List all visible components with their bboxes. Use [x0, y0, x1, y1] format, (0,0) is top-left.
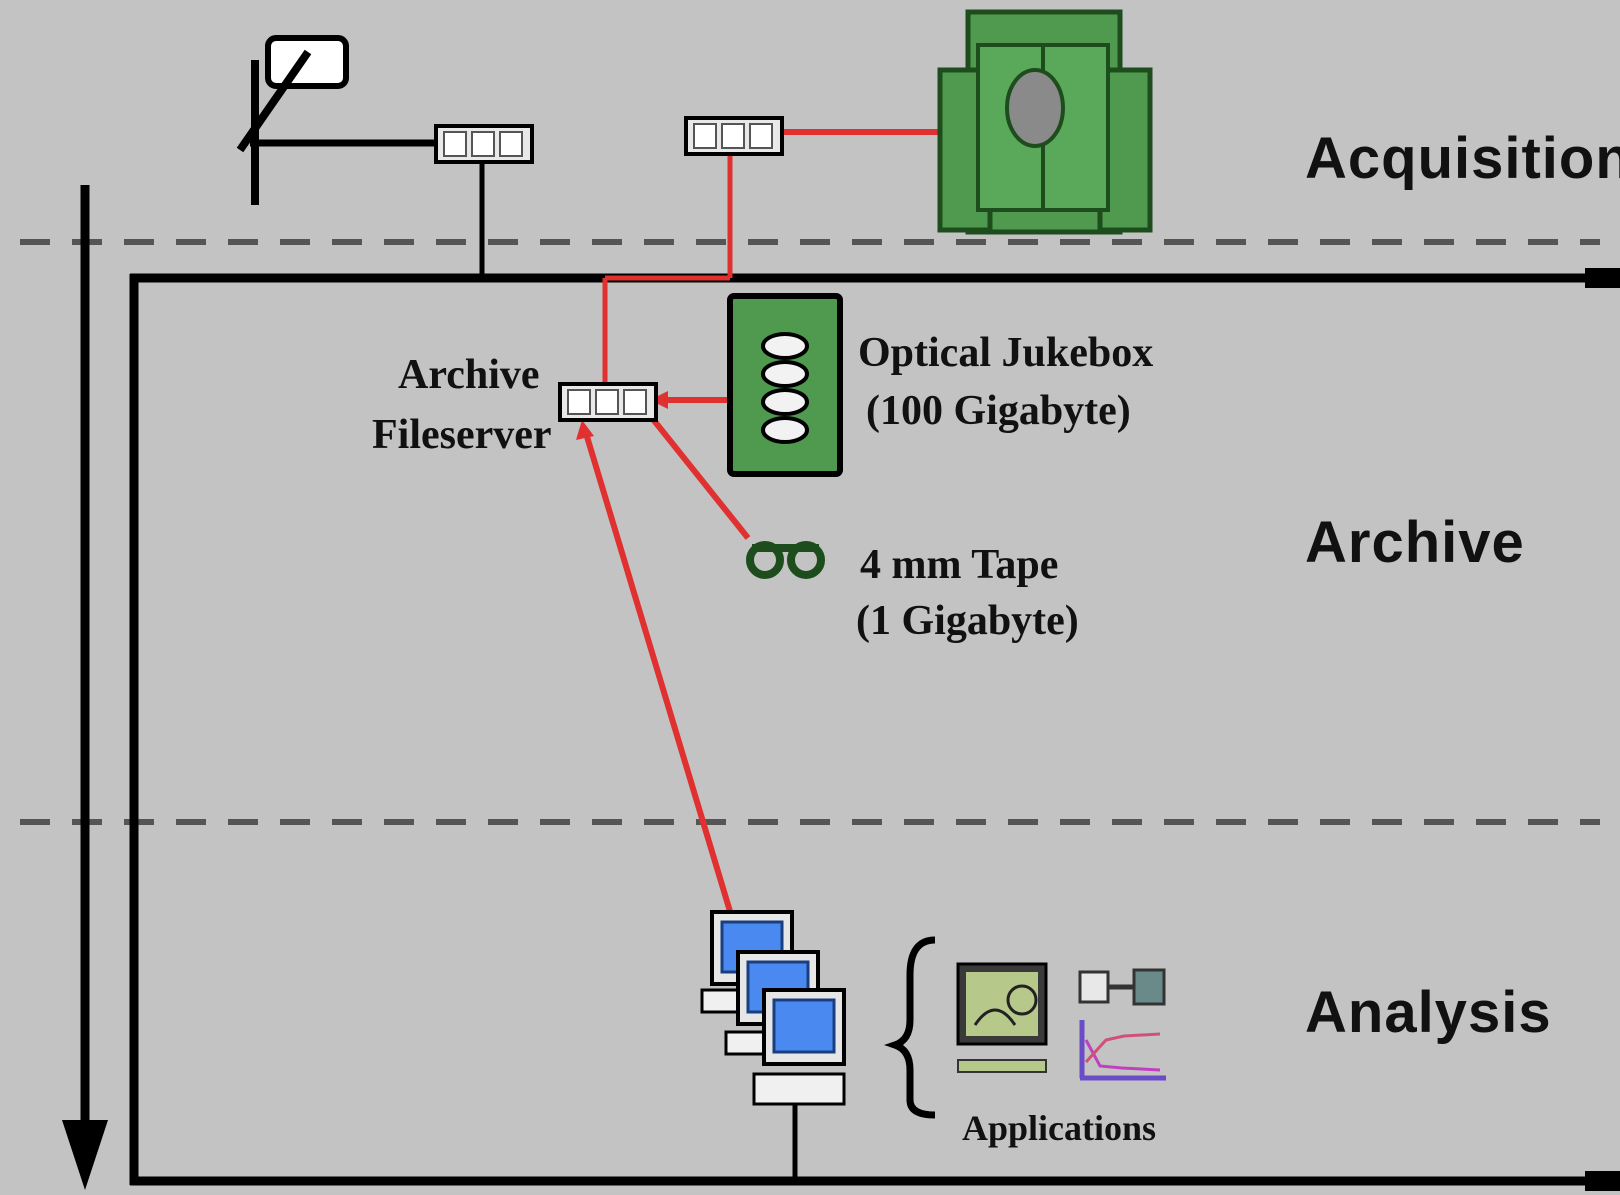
applications-label: Applications	[962, 1108, 1156, 1148]
tape-label-1: 4 mm Tape	[860, 542, 1058, 588]
data-links	[576, 275, 751, 919]
workstation-3	[752, 988, 846, 1106]
connector-app-icon	[1078, 968, 1166, 1006]
zone-label-archive: Archive	[1305, 510, 1525, 575]
zone-label-analysis: Analysis	[1305, 980, 1552, 1045]
zone-label-acquisition: Acquisition	[1305, 126, 1620, 191]
tape-label-2: (1 Gigabyte)	[856, 598, 1079, 644]
optical-jukebox-label-1: Optical Jukebox	[858, 330, 1153, 376]
workstation-stack-icon	[700, 910, 846, 1181]
applications-brace	[883, 936, 936, 1119]
archive-fileserver-label-1: Archive	[398, 352, 540, 398]
flow-arrow	[62, 185, 108, 1190]
network-bus	[129, 268, 1620, 1191]
optical-jukebox-label-2: (100 Gigabyte)	[866, 388, 1131, 434]
archive-fileserver-label-2: Fileserver	[372, 412, 552, 458]
desk-lamp-terminal-icon	[236, 35, 440, 205]
tape-reel-icon	[746, 541, 825, 579]
graph-app-icon	[1079, 1020, 1166, 1081]
image-viewer-app-icon	[956, 962, 1048, 1073]
acquisition-interface-box-2	[684, 116, 940, 278]
optical-jukebox-icon	[727, 293, 843, 477]
mri-scanner-icon	[937, 9, 1153, 235]
acquisition-interface-box-1	[434, 124, 534, 278]
archive-fileserver-icon	[558, 382, 658, 422]
